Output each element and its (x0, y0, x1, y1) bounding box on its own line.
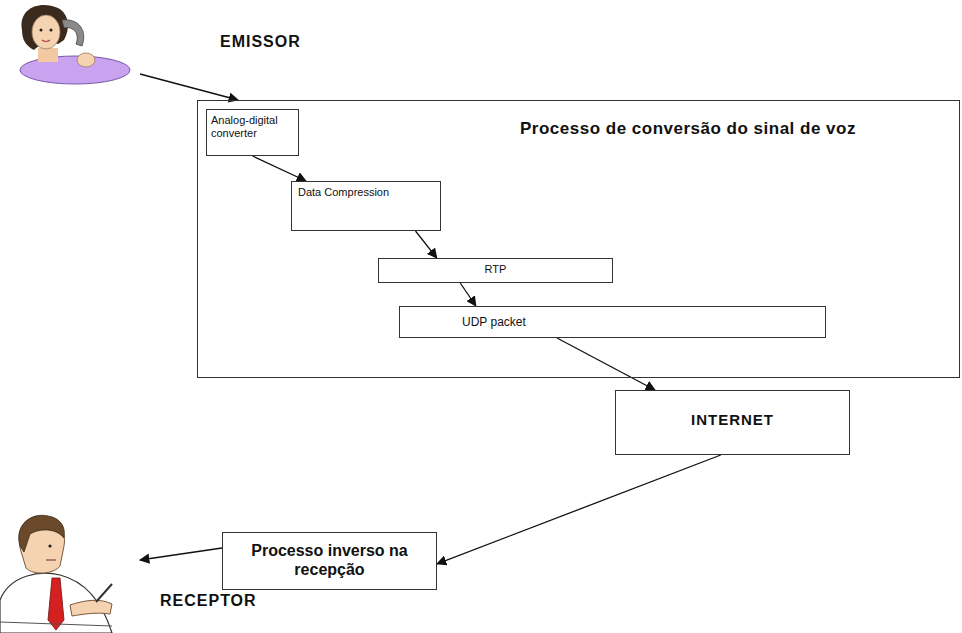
flow-arrow (557, 338, 655, 390)
flow-arrow (416, 231, 437, 258)
process-box: UDP packet (399, 306, 826, 338)
box-label: UDP packet (462, 315, 819, 329)
process-box: Analog-digital converter (206, 109, 299, 156)
group-heading: Processo de conversão do sinal de voz (498, 119, 878, 139)
box-label: INTERNET (624, 411, 841, 429)
process-box: Processo inverso na recepção (222, 532, 437, 590)
flow-arrow (437, 455, 721, 564)
process-box: Data Compression (291, 181, 441, 231)
flow-arrow (460, 283, 476, 306)
flow-arrow (253, 156, 307, 181)
sender-figure (20, 5, 238, 100)
box-label: Data Compression (298, 186, 434, 199)
network-box: INTERNET (615, 390, 850, 455)
box-label: Analog-digital converter (211, 114, 294, 140)
sender-label: EMISSOR (220, 33, 301, 51)
process-box: RTP (378, 258, 613, 283)
box-label: RTP (385, 263, 606, 276)
box-label: Processo inverso na recepção (231, 541, 428, 579)
process-group: Processo de conversão do sinal de voz Ana… (197, 100, 960, 378)
receiver-label: RECEPTOR (160, 592, 257, 610)
receiver-figure (0, 515, 222, 633)
